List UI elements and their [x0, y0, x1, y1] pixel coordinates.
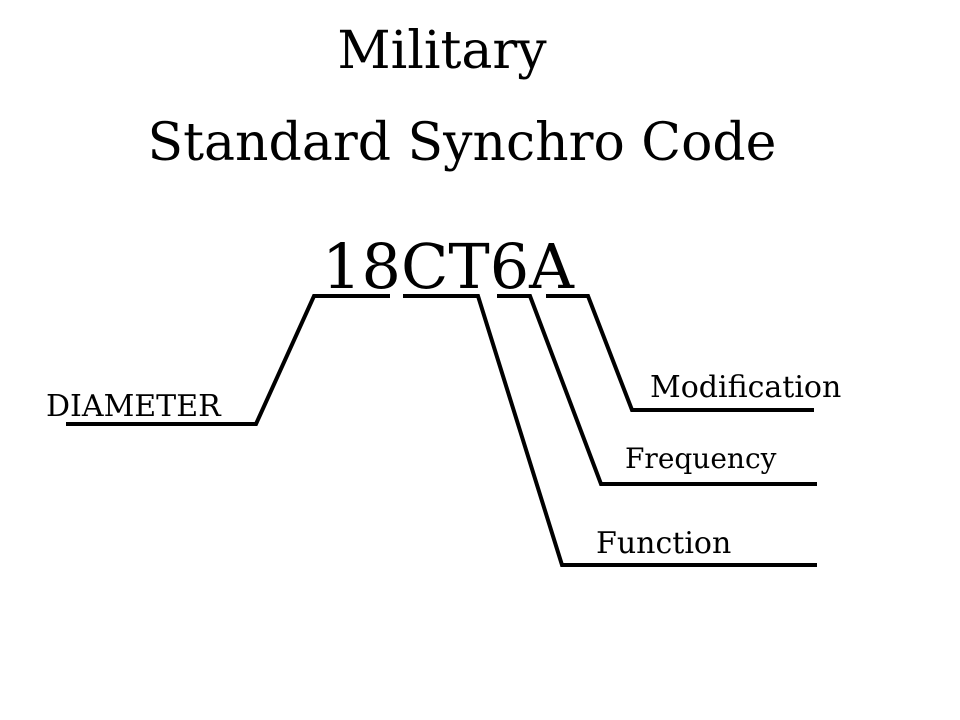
frequency-label: Frequency — [625, 442, 777, 475]
diameter-label: DIAMETER — [46, 389, 222, 424]
function-label: Function — [596, 526, 731, 561]
diameter-leader-line — [66, 294, 390, 426]
modification-leader-line — [546, 294, 814, 412]
title-line-2: Standard Synchro Code — [148, 113, 777, 173]
code-string: 18CT6A — [322, 230, 575, 303]
title-line-1: Military — [337, 21, 547, 81]
frequency-leader-line — [497, 294, 817, 486]
modification-label: Modification — [650, 370, 841, 405]
function-leader-line — [403, 294, 817, 567]
